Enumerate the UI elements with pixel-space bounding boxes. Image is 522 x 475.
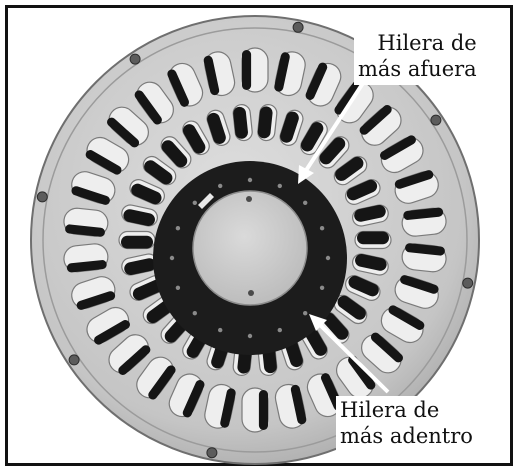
ring-hole xyxy=(247,177,253,183)
outer-slot-row xyxy=(63,47,447,433)
hub-screw-top xyxy=(246,196,252,202)
rim-screw xyxy=(36,191,48,203)
ring-notch xyxy=(198,193,214,209)
ring-hole xyxy=(319,226,325,231)
inner-slot xyxy=(182,120,210,156)
inner-slot xyxy=(257,104,278,142)
outer-slot xyxy=(203,51,236,97)
hub-screw-bottom xyxy=(248,290,254,296)
inner-slot xyxy=(160,136,192,169)
outer-slot xyxy=(107,106,149,148)
outer-slot xyxy=(359,105,402,146)
outer-slot xyxy=(394,170,439,204)
ring-hole xyxy=(192,200,197,205)
center-hub xyxy=(192,190,308,306)
ring-hole xyxy=(325,255,331,261)
callout-outer-line1: Hilera de xyxy=(377,31,477,55)
ring-hole xyxy=(169,255,175,261)
ring-hole xyxy=(277,327,282,333)
inner-slot xyxy=(232,104,253,142)
outer-slot xyxy=(401,243,447,273)
outer-slot xyxy=(204,383,236,429)
ring-hole xyxy=(218,183,223,189)
outer-slot xyxy=(134,81,174,125)
callout-inner-line2: más adentro xyxy=(340,424,473,448)
rim-screw xyxy=(430,114,442,126)
outer-slot xyxy=(380,135,424,174)
rim-screw xyxy=(462,277,474,289)
inner-row-arrow xyxy=(309,314,390,394)
ring-hole xyxy=(319,285,325,290)
inner-slot xyxy=(333,294,368,325)
inner-slot xyxy=(206,109,231,146)
inner-slot xyxy=(345,275,381,301)
outer-slot xyxy=(361,332,403,374)
inner-slot xyxy=(300,120,328,156)
callout-inner-row: Hilera de más adentro xyxy=(336,396,477,452)
ring-hole xyxy=(175,226,181,231)
callout-outer-line2: más afuera xyxy=(358,57,477,81)
ring-hole xyxy=(218,327,223,333)
inner-slot xyxy=(352,253,389,276)
callout-inner-line1: Hilera de xyxy=(340,398,440,422)
inner-slot xyxy=(121,204,158,227)
outer-slot xyxy=(401,207,447,237)
inner-slot xyxy=(345,179,381,205)
inner-slot xyxy=(129,179,165,205)
rim-screw xyxy=(292,21,304,33)
callout-outer-row: Hilera de más afuera xyxy=(354,29,481,85)
outer-row-arrow xyxy=(298,78,367,184)
ring-hole xyxy=(192,311,197,316)
ring-holes xyxy=(169,177,331,339)
inner-slot xyxy=(279,109,304,146)
housing-inner-lip xyxy=(42,27,468,453)
outer-slot xyxy=(63,243,109,273)
outer-slot xyxy=(85,136,130,175)
rim-screw xyxy=(206,447,218,459)
outer-slot xyxy=(63,207,109,237)
ring-hole xyxy=(175,285,181,290)
outer-slot xyxy=(241,47,269,93)
inner-slot xyxy=(142,155,177,186)
ring-hole xyxy=(303,311,308,316)
outer-slot xyxy=(108,334,151,375)
ring-hole xyxy=(277,183,282,189)
inner-slot xyxy=(118,230,156,250)
outer-slot xyxy=(394,275,439,309)
inner-slot xyxy=(333,155,368,186)
outer-slot xyxy=(241,387,269,433)
rim-screw xyxy=(68,354,80,366)
outer-slot xyxy=(136,356,176,400)
inner-slot xyxy=(354,230,392,250)
outer-slot xyxy=(167,62,204,107)
outer-slot xyxy=(86,306,130,345)
outer-slot xyxy=(71,171,116,205)
outer-slot xyxy=(168,373,205,418)
outer-slot xyxy=(305,62,342,107)
ring-hole xyxy=(303,200,308,205)
inner-slot xyxy=(352,204,389,227)
ring-hole xyxy=(247,333,253,339)
rim-screw xyxy=(129,53,141,65)
outer-slot xyxy=(380,305,425,344)
inner-slot xyxy=(318,136,350,169)
outer-slot xyxy=(274,51,306,97)
outer-slot xyxy=(274,383,307,429)
outer-slot xyxy=(71,276,116,310)
